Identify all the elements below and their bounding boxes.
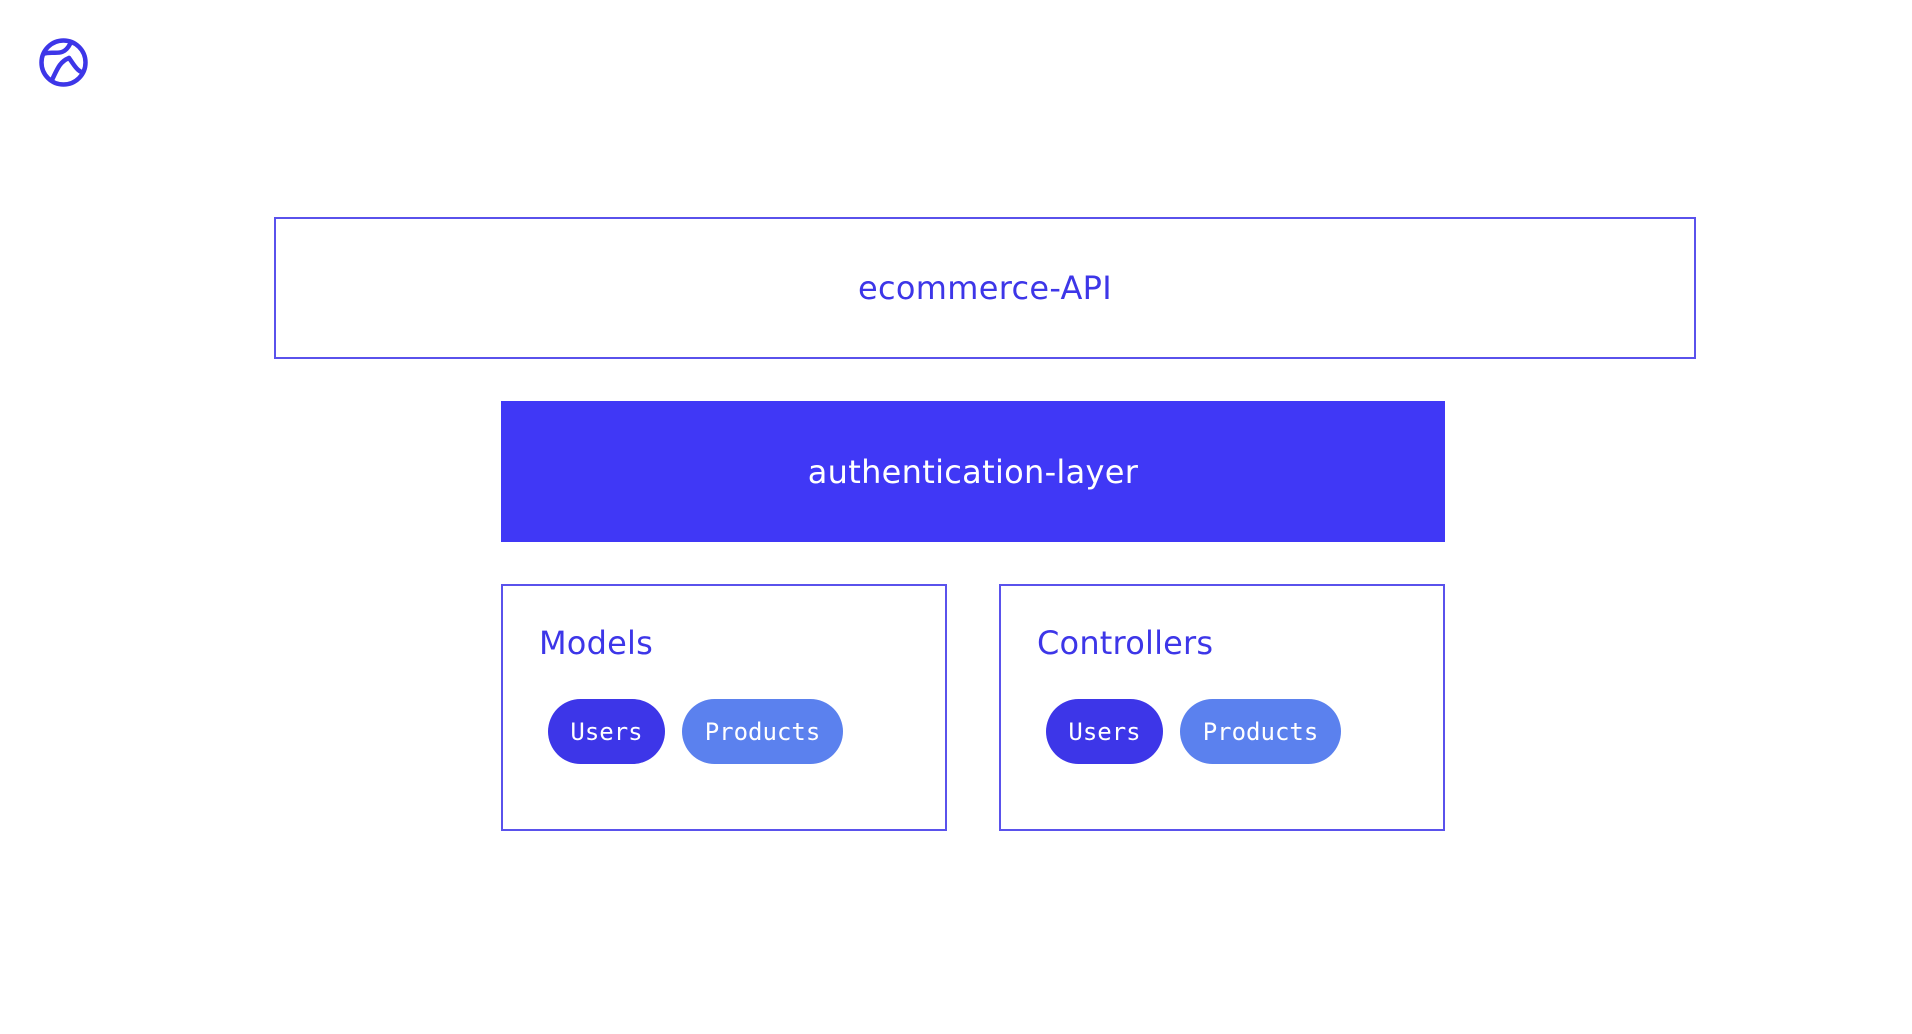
models-box: Models Users Products xyxy=(501,584,947,831)
controllers-products-pill: Products xyxy=(1180,699,1341,764)
globe-logo-icon xyxy=(37,36,90,89)
models-title: Models xyxy=(539,624,653,662)
models-products-pill: Products xyxy=(682,699,843,764)
controllers-title: Controllers xyxy=(1037,624,1214,662)
auth-label: authentication-layer xyxy=(807,452,1139,491)
authentication-layer-box: authentication-layer xyxy=(501,401,1445,542)
api-label: ecommerce-API xyxy=(858,269,1112,307)
models-pill-row: Users Products xyxy=(548,699,843,764)
controllers-pill-row: Users Products xyxy=(1046,699,1341,764)
controllers-box: Controllers Users Products xyxy=(999,584,1445,831)
controllers-users-pill: Users xyxy=(1046,699,1163,764)
models-users-pill: Users xyxy=(548,699,665,764)
ecommerce-api-box: ecommerce-API xyxy=(274,217,1696,359)
